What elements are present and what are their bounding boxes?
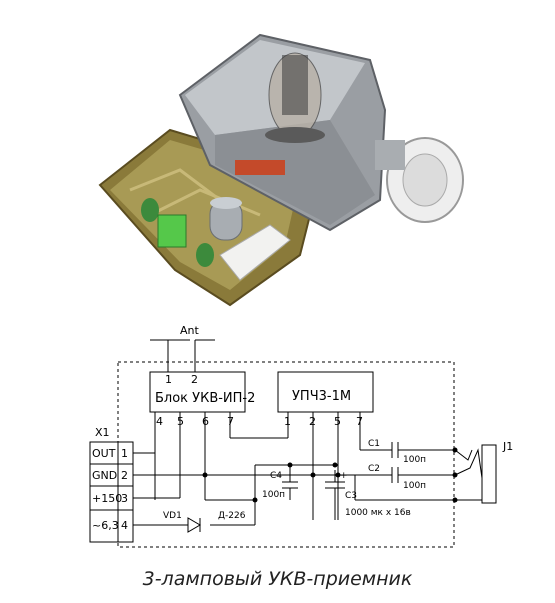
green-terminal-block <box>157 214 187 248</box>
b2-pin1: 1 <box>284 415 291 428</box>
antenna-label: Ant <box>180 324 199 337</box>
x1-ref: X1 <box>95 426 110 439</box>
j1-ref: J1 <box>502 440 513 453</box>
b2-pin5: 5 <box>334 415 341 428</box>
jack-j1 <box>481 444 497 504</box>
figure-caption: 3-ламповый УКВ-приемник <box>142 568 413 590</box>
block2-title: УПЧ3-1М <box>292 389 351 404</box>
x1-pin1-num: 1 <box>121 447 128 460</box>
x1-pin2-num: 2 <box>121 469 128 482</box>
white-resistor-block <box>219 224 291 281</box>
jack-contact-1 <box>454 449 473 461</box>
block-upch3 <box>277 371 374 413</box>
vd1-type: Д-226 <box>218 511 246 521</box>
c2-ref: C2 <box>368 464 380 474</box>
c1-ref: C1 <box>368 439 380 449</box>
c4-value: 100п <box>262 490 285 500</box>
green-capacitor-1 <box>141 198 159 222</box>
c3-ref: C3 <box>345 491 357 501</box>
vd1-ref: VD1 <box>163 511 182 521</box>
x1-pin4-num: 4 <box>121 519 128 532</box>
b1-pin4: 4 <box>156 415 163 428</box>
b1-pin7: 7 <box>227 415 234 428</box>
receiver-photo <box>98 33 464 307</box>
block1-title: Блок УКВ-ИП-2 <box>155 391 255 406</box>
jack-contact-2 <box>454 448 483 479</box>
x1-pin4-name: ~6,3 <box>92 519 119 532</box>
x1-pin2-name: GND <box>92 469 117 482</box>
c2-value: 100п <box>403 481 426 491</box>
c1-value: 100п <box>403 455 426 465</box>
circuit-schematic: Ant 1 2 Блок УКВ-ИП-2 4 5 6 7 УПЧ3-1М 1 … <box>89 324 513 548</box>
b1-pin5: 5 <box>177 415 184 428</box>
c3-plus: + <box>340 471 348 481</box>
b2-pin7: 7 <box>356 415 363 428</box>
c3-value: 1000 мк х 16в <box>345 508 411 518</box>
b2-pin2: 2 <box>309 415 316 428</box>
b1-pin6: 6 <box>202 415 209 428</box>
c4-ref: C4 <box>270 471 282 481</box>
b1-pin1: 1 <box>165 373 172 386</box>
x1-pin3-num: 3 <box>121 492 128 505</box>
x1-pin3-name: +150 <box>92 492 122 505</box>
green-capacitor-2 <box>196 243 214 267</box>
diode-vd1 <box>187 517 201 533</box>
b1-pin2: 2 <box>191 373 198 386</box>
x1-pin1-name: OUT <box>92 447 116 460</box>
block-ukv-ip2 <box>149 371 246 413</box>
connector-x1 <box>89 441 134 543</box>
